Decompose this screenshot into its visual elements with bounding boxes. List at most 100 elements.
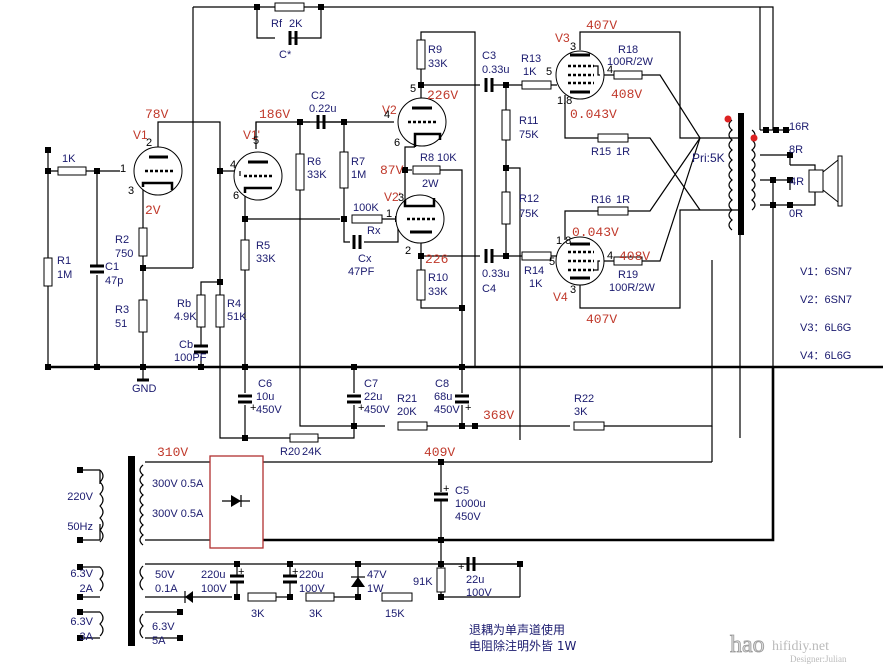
resistor-bias-3k-a xyxy=(247,592,277,602)
svg-text:1.8: 1.8 xyxy=(556,235,571,247)
svg-text:100V: 100V xyxy=(201,583,227,595)
svg-text:GND: GND xyxy=(132,383,157,395)
svg-text:R7: R7 xyxy=(351,156,365,168)
svg-text:3K: 3K xyxy=(251,608,265,620)
svg-text:R3: R3 xyxy=(115,304,129,316)
svg-text:2V: 2V xyxy=(145,203,161,218)
svg-text:1R: 1R xyxy=(616,146,630,158)
svg-text:100R/2W: 100R/2W xyxy=(607,56,653,68)
svg-text:33K: 33K xyxy=(256,253,276,265)
svg-text:Rb: Rb xyxy=(177,298,191,310)
tube-v2a xyxy=(397,97,447,147)
svg-text:0.33u: 0.33u xyxy=(482,64,510,76)
tap-4r: 4R xyxy=(790,176,804,188)
svg-text:4: 4 xyxy=(384,109,390,121)
resistors xyxy=(43,2,643,602)
svg-text:Cb: Cb xyxy=(179,339,193,351)
svg-text:91K: 91K xyxy=(413,576,433,588)
resistor-r2 xyxy=(138,227,148,257)
svg-text:R5: R5 xyxy=(256,240,270,252)
svg-text:Cx: Cx xyxy=(358,253,372,265)
resistor-r22 xyxy=(573,421,605,431)
svg-text:6.3V: 6.3V xyxy=(152,621,175,633)
bridge-rectifier xyxy=(209,455,264,549)
svg-text:4: 4 xyxy=(607,250,613,262)
resistor-r19 xyxy=(613,256,643,266)
resistor-r16 xyxy=(597,206,629,216)
tube-labels: V1 2 1 3 78V 2V V1' 5 4 6 186V V2 5 4 6 … xyxy=(120,18,650,327)
capacitor-bias-c: + xyxy=(441,557,520,573)
svg-text:+: + xyxy=(292,566,298,578)
svg-text:450V: 450V xyxy=(434,404,460,416)
resistor-bias-15k xyxy=(381,592,413,602)
svg-text:78V: 78V xyxy=(145,107,169,122)
resistor-r15 xyxy=(597,133,629,143)
svg-text:220V: 220V xyxy=(67,491,93,503)
svg-text:6: 6 xyxy=(233,190,239,202)
resistor-r18 xyxy=(613,70,643,80)
svg-text:R15: R15 xyxy=(591,146,611,158)
svg-text:50Hz: 50Hz xyxy=(67,521,93,533)
svg-text:100K: 100K xyxy=(353,202,379,214)
svg-text:407V: 407V xyxy=(586,312,617,327)
svg-text:5: 5 xyxy=(546,66,552,78)
svg-text:0.22u: 0.22u xyxy=(309,103,337,115)
svg-text:Rf: Rf xyxy=(271,18,283,30)
capacitor-cstar xyxy=(288,31,298,45)
resistor-bias-3k-b xyxy=(305,592,335,602)
capacitor-c6: + xyxy=(238,394,256,414)
power-supply-labels: 300V 0.5A 300V 0.5A 220V 50Hz 6.3V 2A 6.… xyxy=(67,478,492,647)
svg-text:409V: 409V xyxy=(424,445,455,460)
svg-text:R11: R11 xyxy=(519,115,538,127)
tap-0r: 0R xyxy=(789,208,803,220)
svg-text:R20: R20 xyxy=(280,446,300,458)
capacitor-cb xyxy=(194,344,208,354)
svg-text:R14: R14 xyxy=(524,265,544,277)
tube-v4 xyxy=(555,236,605,286)
capacitor-bias-a: + xyxy=(230,566,244,584)
svg-text:电阻除注明外皆 1W: 电阻除注明外皆 1W xyxy=(469,638,576,653)
tap-8r: 8R xyxy=(789,144,803,156)
resistor-rb xyxy=(196,294,206,328)
svg-text:V2：6SN7: V2：6SN7 xyxy=(800,294,852,306)
resistor-r8 xyxy=(412,165,441,175)
svg-text:1M: 1M xyxy=(351,169,366,181)
svg-text:407V: 407V xyxy=(586,18,617,33)
speaker-icon xyxy=(808,155,843,207)
svg-text:Designer:Julian: Designer:Julian xyxy=(790,654,847,664)
svg-text:1M: 1M xyxy=(57,269,72,281)
svg-text:R10: R10 xyxy=(428,272,448,284)
svg-text:368V: 368V xyxy=(483,408,514,423)
svg-text:186V: 186V xyxy=(259,107,290,122)
svg-text:3: 3 xyxy=(128,185,134,197)
svg-text:6.3V: 6.3V xyxy=(70,568,93,580)
svg-text:4: 4 xyxy=(230,159,236,171)
svg-text:0.043V: 0.043V xyxy=(572,225,619,240)
svg-text:4: 4 xyxy=(607,64,613,76)
notes: 退耦为单声道使用 电阻除注明外皆 1W xyxy=(469,622,576,653)
svg-text:33K: 33K xyxy=(428,286,448,298)
svg-text:5A: 5A xyxy=(152,635,166,647)
tube-list: V1：6SN7 V2：6SN7 V3：6L6G V4：6L6G xyxy=(800,266,852,362)
svg-text:R16: R16 xyxy=(591,194,611,206)
svg-text:R6: R6 xyxy=(307,156,321,168)
svg-text:15K: 15K xyxy=(385,608,405,620)
svg-text:C2: C2 xyxy=(311,90,325,102)
svg-text:R8: R8 xyxy=(420,152,434,164)
svg-text:300V 0.5A: 300V 0.5A xyxy=(152,478,204,490)
svg-text:R12: R12 xyxy=(519,193,539,205)
resistor-r13 xyxy=(521,80,552,90)
svg-text:2A: 2A xyxy=(80,583,94,595)
svg-text:V3: V3 xyxy=(555,31,570,45)
svg-text:R13: R13 xyxy=(521,53,541,65)
capacitor-c1 xyxy=(90,264,104,274)
svg-text:100PF: 100PF xyxy=(174,352,207,364)
capacitor-c8: + xyxy=(455,394,471,414)
capacitor-c3 xyxy=(484,78,494,92)
svg-text:75K: 75K xyxy=(519,129,539,141)
svg-text:hifidiy.net: hifidiy.net xyxy=(772,639,829,654)
resistor-r4 xyxy=(215,294,225,328)
resistor-r11 xyxy=(501,109,511,141)
watermark: hao hifidiy.net Designer:Julian xyxy=(730,632,847,664)
svg-text:R19: R19 xyxy=(618,269,638,281)
